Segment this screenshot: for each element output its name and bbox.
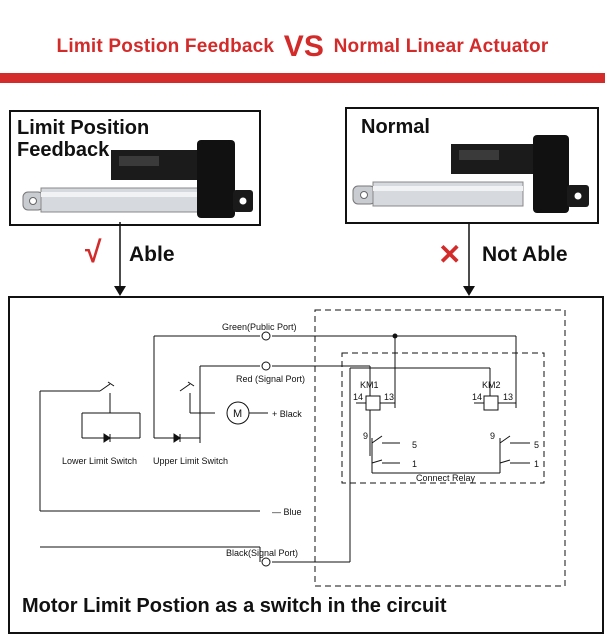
- check-icon: √: [85, 236, 102, 269]
- red-divider: [0, 73, 605, 83]
- km2-pin1: 1: [534, 459, 539, 469]
- km1-pin14: 14: [353, 392, 363, 402]
- footer-caption: Motor Limit Postion as a switch in the c…: [22, 595, 447, 617]
- outer-dashed-box: [314, 309, 566, 587]
- black-signal-port-label: Black(Signal Port): [226, 548, 298, 558]
- limit-feedback-label: Limit Position Feedback: [17, 117, 150, 161]
- limit-feedback-panel: Limit Position Feedback: [9, 110, 261, 226]
- km1-pin13: 13: [384, 392, 394, 402]
- lower-switch-label: Lower Limit Switch: [62, 456, 137, 466]
- upper-switch-label: Upper Limit Switch: [153, 456, 228, 466]
- green-port-label: Green(Public Port): [222, 322, 297, 332]
- normal-label: Normal: [361, 116, 430, 138]
- km2-pin13: 13: [503, 392, 513, 402]
- page-title: Limit Postion Feedback VS Normal Linear …: [0, 30, 605, 64]
- km2-pin5: 5: [534, 440, 539, 450]
- title-left: Limit Postion Feedback: [56, 36, 275, 57]
- title-right: Normal Linear Actuator: [333, 36, 549, 57]
- title-vs: VS: [283, 30, 325, 63]
- red-port-label: Red (Signal Port): [236, 374, 305, 384]
- km1-label: KM1: [360, 380, 379, 390]
- km1-pin1: 1: [412, 459, 417, 469]
- km2-pin9: 9: [490, 431, 495, 441]
- blue-wire-label: — Blue: [272, 507, 302, 517]
- actuator-image-left: [22, 140, 253, 218]
- relay-label: Connect Relay: [416, 473, 476, 483]
- circuit-text: Green(Public Port) Red (Signal Port) Bla…: [62, 322, 539, 558]
- circuit-diagram: Green(Public Port) Red (Signal Port) Bla…: [8, 296, 604, 634]
- connector-arrows: [114, 222, 475, 296]
- circuit-wiring: [39, 309, 566, 587]
- relay-dashed-box: [341, 352, 545, 484]
- normal-panel: Normal: [345, 107, 599, 224]
- cross-icon: ✕: [438, 239, 462, 270]
- black-wire-label: + Black: [272, 409, 302, 419]
- km1-pin5: 5: [412, 440, 417, 450]
- able-label: Able: [129, 243, 175, 266]
- not-able-label: Not Able: [482, 243, 568, 266]
- motor-label: M: [233, 408, 242, 420]
- km2-label: KM2: [482, 380, 501, 390]
- actuator-image-right: [352, 135, 589, 213]
- km2-pin14: 14: [472, 392, 482, 402]
- km1-pin9: 9: [363, 431, 368, 441]
